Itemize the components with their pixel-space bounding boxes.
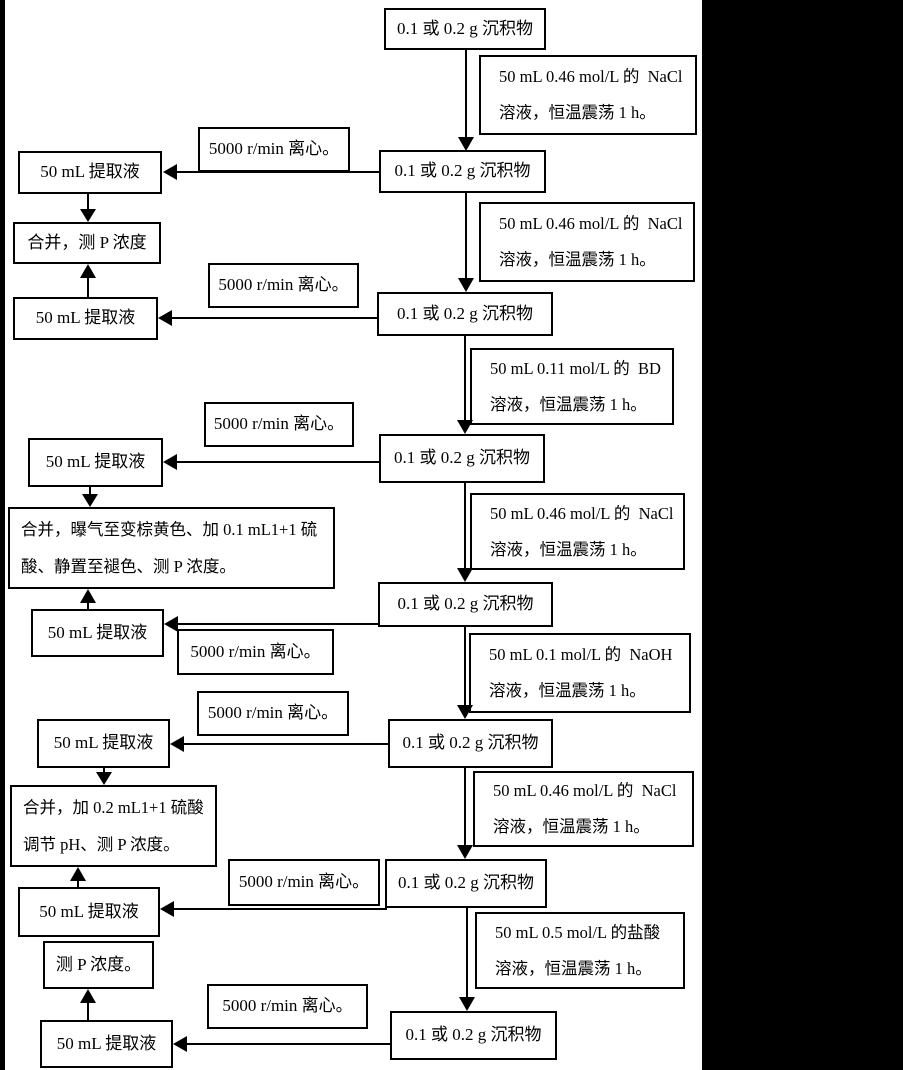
node-extract-4: 50 mL 提取液 [31,609,164,657]
node-reagent-nacl-4: 50 mL 0.46 mol/L 的 NaCl 溶液，恒温震荡 1 h。 [473,771,694,847]
node-reagent-naoh: 50 mL 0.1 mol/L 的 NaOH 溶液，恒温震荡 1 h。 [469,633,691,713]
arrow-extract5-mergeph [96,768,112,785]
node-centrifuge-1: 5000 r/min 离心。 [198,127,350,172]
scan-margin-right [702,0,903,1070]
node-reagent-nacl-1: 50 mL 0.46 mol/L 的 NaCl 溶液，恒温震荡 1 h。 [479,55,697,135]
node-centrifuge-3: 5000 r/min 离心。 [204,402,354,447]
node-centrifuge-5: 5000 r/min 离心。 [197,691,349,736]
node-extract-6: 50 mL 提取液 [18,887,160,937]
scan-margin-left [0,0,5,1070]
arrow-sediment3-extract2 [158,310,377,326]
arrow-extract1-merge1 [80,194,96,222]
node-centrifuge-7: 5000 r/min 离心。 [207,984,368,1029]
node-sediment-8: 0.1 或 0.2 g 沉积物 [390,1011,557,1060]
arrow-sediment4-extract3 [163,454,379,470]
arrow-extract6-mergeph [70,867,86,887]
arrow-extract4-mergeaeration [80,589,96,609]
node-reagent-hcl: 50 mL 0.5 mol/L 的盐酸 溶液，恒温震荡 1 h。 [475,912,685,989]
arrow-sediment6-extract5 [170,736,388,752]
node-merge-ph: 合并，加 0.2 mL1+1 硫酸 调节 pH、测 P 浓度。 [10,785,217,867]
arrow-extract2-merge1 [80,264,96,297]
node-sediment-5: 0.1 或 0.2 g 沉积物 [378,582,553,627]
arrow-extract7-measurep [80,989,96,1020]
node-extract-5: 50 mL 提取液 [37,719,170,768]
arrow-sediment6-sediment7 [457,768,473,859]
node-reagent-nacl-2: 50 mL 0.46 mol/L 的 NaCl 溶液，恒温震荡 1 h。 [479,202,695,282]
node-merge-aeration: 合并，曝气至变棕黄色、加 0.1 mL1+1 硫 酸、静置至褪色、测 P 浓度。 [8,507,335,589]
node-sediment-3: 0.1 或 0.2 g 沉积物 [377,292,553,336]
node-sediment-1: 0.1 或 0.2 g 沉积物 [384,8,546,50]
node-extract-2: 50 mL 提取液 [13,297,158,340]
node-centrifuge-2: 5000 r/min 离心。 [208,263,359,308]
node-sediment-6: 0.1 或 0.2 g 沉积物 [388,719,553,768]
node-centrifuge-6: 5000 r/min 离心。 [228,859,380,906]
node-extract-3: 50 mL 提取液 [28,438,163,487]
node-sediment-7: 0.1 或 0.2 g 沉积物 [385,859,547,908]
node-reagent-bd: 50 mL 0.11 mol/L 的 BD 溶液，恒温震荡 1 h。 [470,348,674,425]
node-sediment-4: 0.1 或 0.2 g 沉积物 [379,434,545,483]
node-reagent-nacl-3: 50 mL 0.46 mol/L 的 NaCl 溶液，恒温震荡 1 h。 [470,493,685,570]
arrow-sediment2-sediment3 [458,193,474,292]
arrow-sediment7-sediment8 [459,908,475,1011]
node-centrifuge-4: 5000 r/min 离心。 [177,629,334,675]
arrow-sediment8-extract7 [173,1036,390,1052]
node-sediment-2: 0.1 或 0.2 g 沉积物 [379,150,546,193]
arrow-sediment1-sediment2 [458,50,474,151]
node-extract-1: 50 mL 提取液 [18,151,162,194]
arrow-extract3-mergeaeration [82,487,98,507]
node-measure-p: 测 P 浓度。 [43,941,154,989]
node-extract-7: 50 mL 提取液 [40,1020,173,1068]
node-merge-1: 合并，测 P 浓度 [13,222,161,264]
